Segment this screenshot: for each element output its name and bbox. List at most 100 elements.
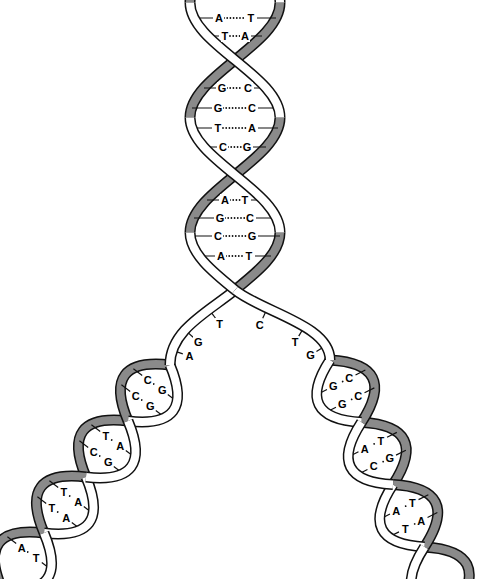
rung <box>199 256 271 257</box>
base-letter: G <box>337 398 348 410</box>
hydrogen-bond <box>28 552 31 554</box>
rung <box>190 236 280 237</box>
rung-line <box>199 255 271 256</box>
hydrogen-bond <box>380 462 383 463</box>
rung <box>208 36 262 37</box>
strand-back <box>36 476 86 533</box>
strand-outline <box>411 547 456 579</box>
strand-back <box>235 233 280 291</box>
rung <box>204 147 266 148</box>
strand-outline <box>190 3 280 118</box>
base-letter: G <box>213 102 224 114</box>
base-letter: C <box>245 212 255 224</box>
base-letter: G <box>215 212 226 224</box>
strand-outline <box>78 420 128 477</box>
base-letter: C <box>89 446 99 458</box>
hydrogen-bond <box>223 107 247 109</box>
base-letter: G <box>145 400 156 412</box>
strand-front <box>170 290 235 365</box>
rung-line <box>208 35 262 36</box>
base-letter: T <box>401 523 410 535</box>
base-letter: T <box>32 552 41 564</box>
hydrogen-bond <box>412 524 415 525</box>
strand-back <box>190 118 280 233</box>
base-letter: A <box>247 122 257 134</box>
strand-front <box>235 290 330 360</box>
base-letter: A <box>115 440 125 452</box>
base-letter: G <box>193 336 204 348</box>
base-letter: G <box>242 141 253 153</box>
rung <box>192 128 278 129</box>
base-letter: A <box>61 512 71 524</box>
base-letter: A <box>17 542 27 554</box>
rung-line <box>207 199 263 200</box>
strand-back <box>190 3 280 118</box>
hydrogen-bond <box>340 382 343 383</box>
base-letter: G <box>385 452 396 464</box>
base-letter: C <box>353 390 363 402</box>
strand-outline <box>190 118 280 233</box>
base-letter: C <box>143 374 153 386</box>
hydrogen-bond <box>100 456 103 458</box>
hydrogen-bond <box>228 146 242 148</box>
rung <box>204 88 266 89</box>
base-letter: T <box>47 502 56 514</box>
rung <box>207 200 263 201</box>
base-letter: A <box>220 194 230 206</box>
hydrogen-bond <box>349 399 352 400</box>
strand-outline <box>235 233 280 291</box>
base-letter: T <box>241 194 250 206</box>
rung <box>194 218 276 219</box>
strand-outline <box>44 477 94 534</box>
rung-line <box>190 235 280 236</box>
rung-line <box>192 127 278 128</box>
hydrogen-bond <box>230 199 240 201</box>
hydrogen-bond <box>230 35 240 37</box>
base-letter: T <box>101 430 110 442</box>
hydrogen-bond <box>226 255 244 257</box>
hydrogen-bond <box>223 235 247 237</box>
hydrogen-bond <box>223 127 247 129</box>
strand-outline <box>425 547 470 579</box>
front-strands <box>2 0 456 579</box>
hydrogen-bond <box>371 444 374 445</box>
base-letter: A <box>214 12 224 24</box>
base-letter: C <box>213 230 223 242</box>
strand-outline <box>36 476 86 533</box>
strand-outline <box>170 290 235 365</box>
strand-outline <box>190 118 280 233</box>
hydrogen-bond <box>227 87 243 89</box>
strand-front <box>190 0 280 3</box>
hydrogen-bond <box>70 496 73 498</box>
rung <box>192 108 278 109</box>
strand-outline <box>190 3 280 118</box>
rung-line <box>204 87 266 88</box>
base-letter: T <box>245 250 254 262</box>
base-letter: A <box>391 505 401 517</box>
base-letter: G <box>328 380 339 392</box>
base-pair-rungs <box>7 18 437 569</box>
strand-outline <box>190 0 280 3</box>
strand-back <box>190 0 280 3</box>
strand-front <box>190 118 280 233</box>
strand-front <box>86 421 136 478</box>
base-letter: T <box>247 12 256 24</box>
base-letter: T <box>376 435 385 447</box>
base-letter: C <box>255 319 265 331</box>
hydrogen-bond <box>224 17 246 19</box>
rung-line <box>194 217 276 218</box>
base-letter: C <box>369 460 379 472</box>
base-letter: G <box>305 349 316 361</box>
rung <box>194 18 276 19</box>
hydrogen-bond <box>154 384 157 386</box>
base-letter: T <box>291 336 300 348</box>
base-letter: G <box>157 384 168 396</box>
strand-front <box>190 3 280 118</box>
base-letter: G <box>103 456 114 468</box>
hydrogen-bond <box>225 217 245 219</box>
base-letter: A <box>240 30 250 42</box>
hydrogen-bond <box>142 400 145 402</box>
